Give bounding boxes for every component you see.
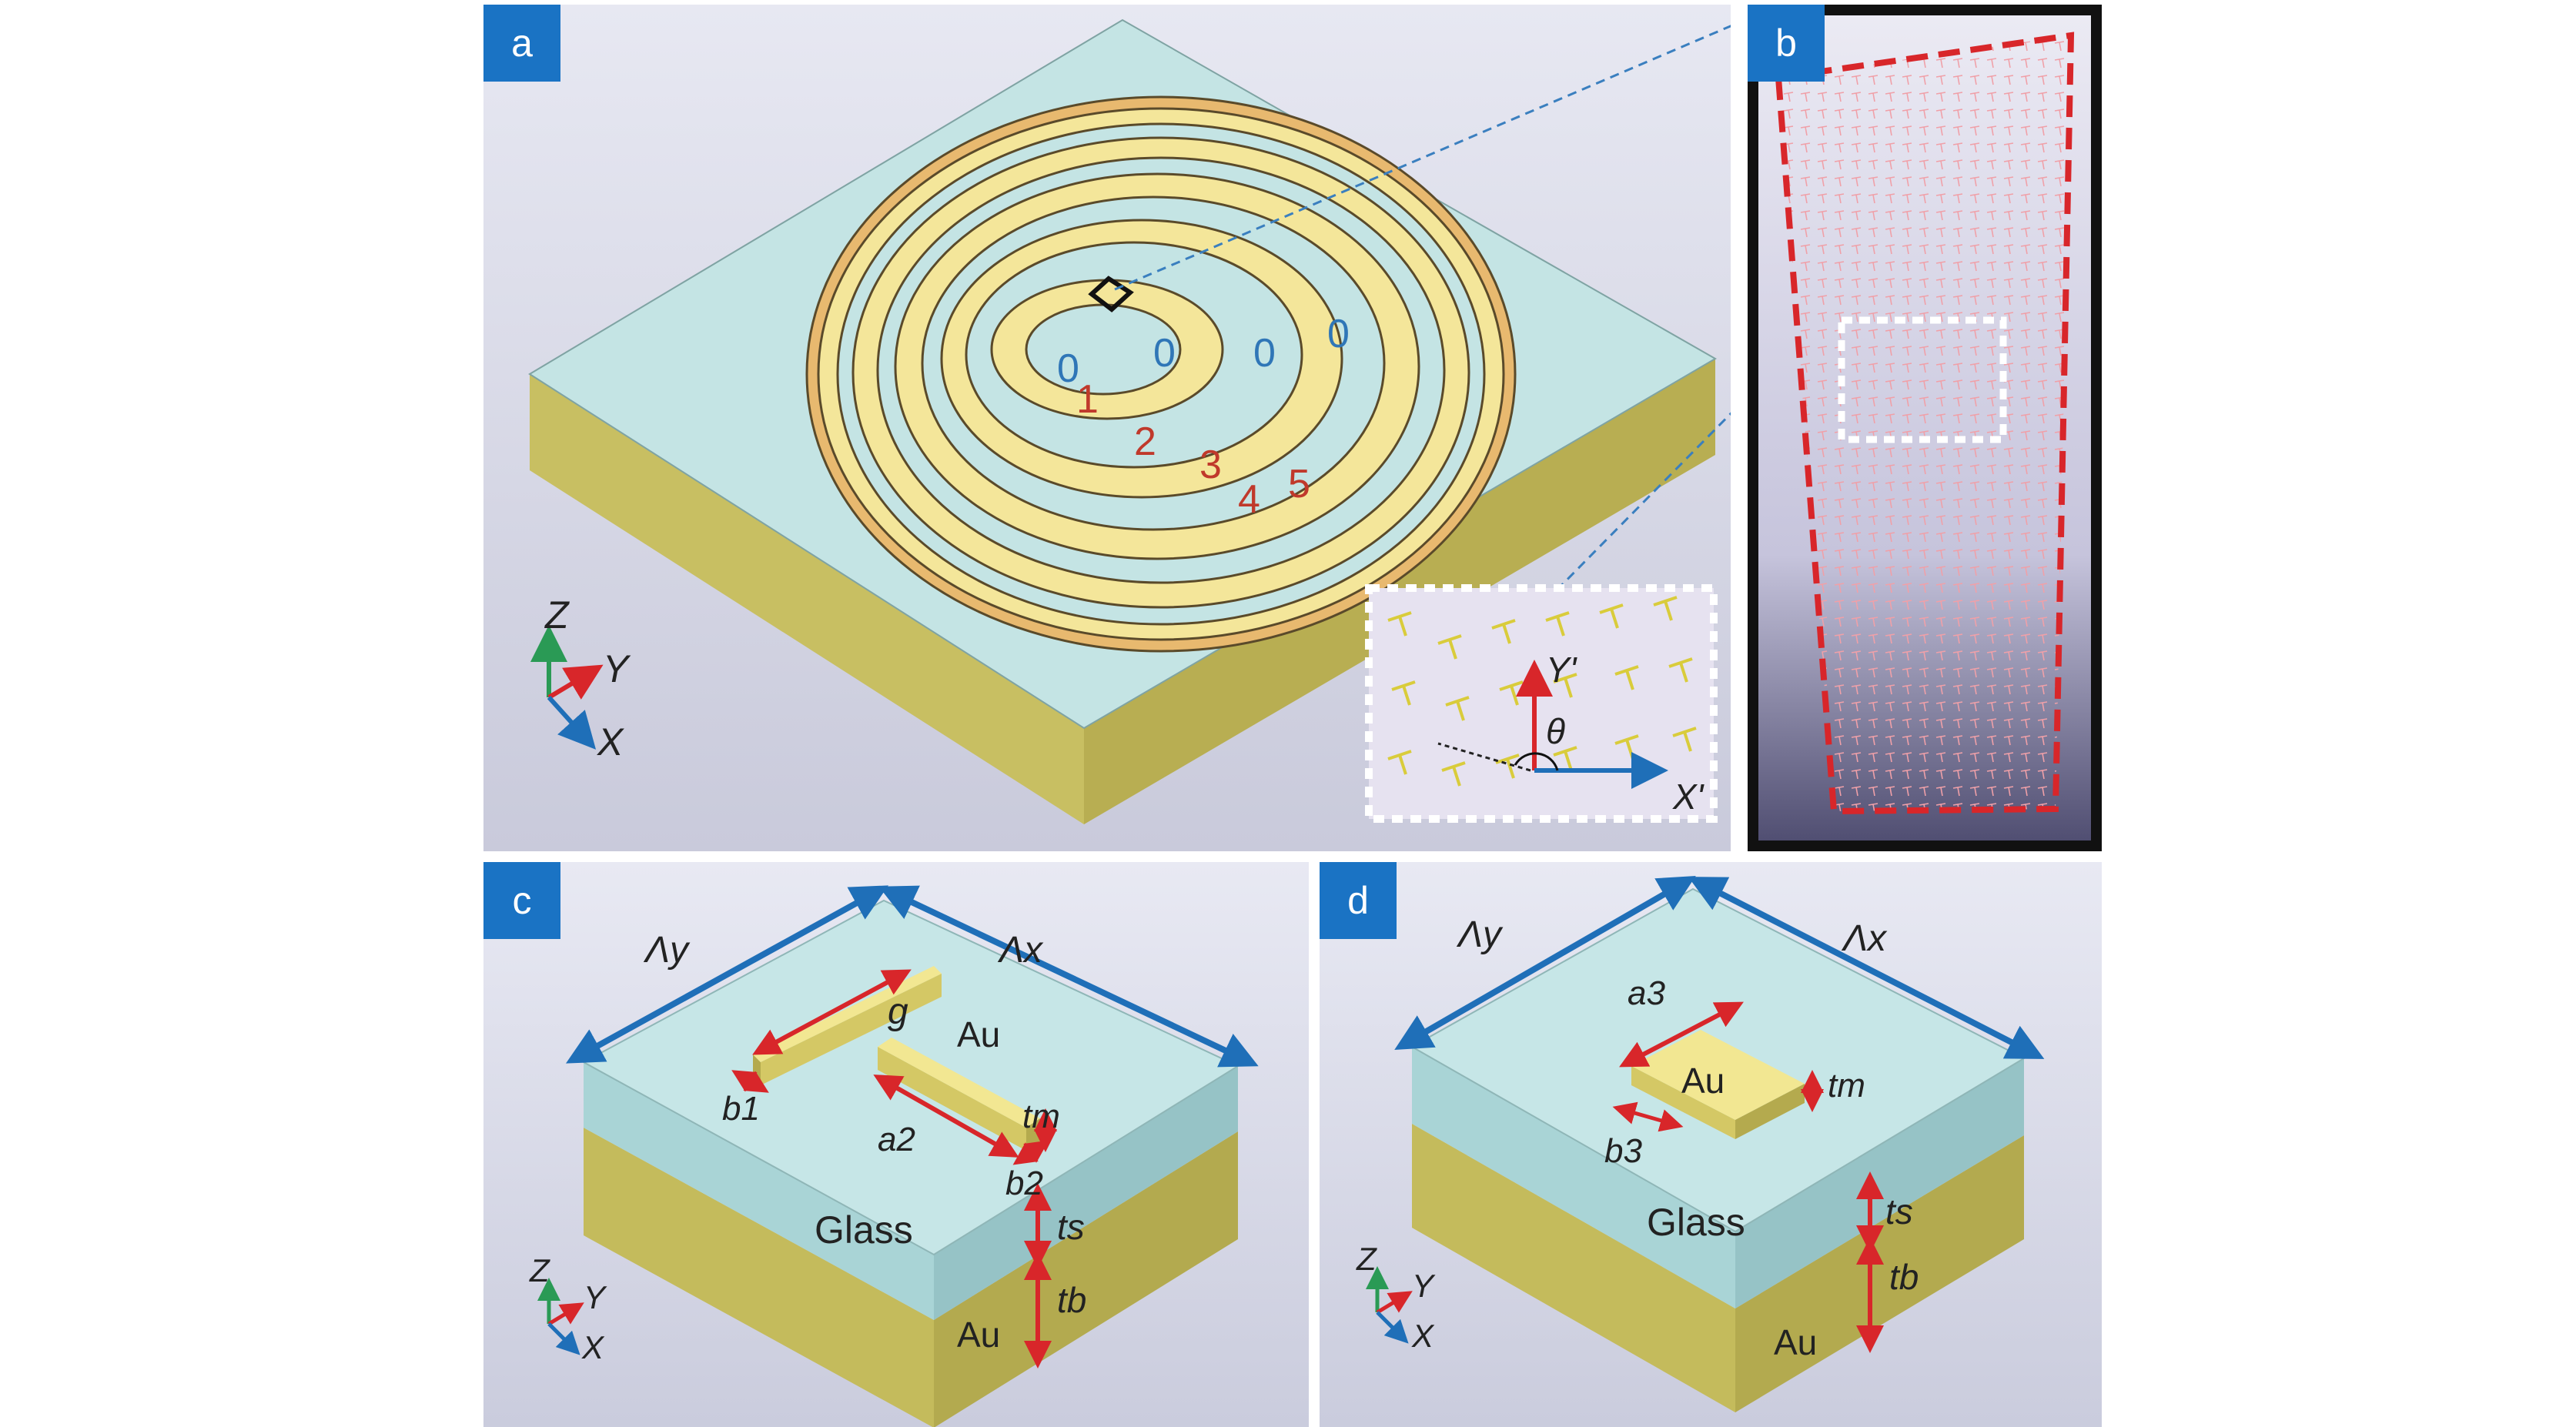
axis-x-label-c: X [581,1329,605,1365]
glass-left-face-d [1412,1047,1735,1308]
axes-triad-c: Z Y X [529,1252,607,1365]
panel-a-diagram: 0 0 0 0 1 2 3 4 5 Z Y X [483,5,1731,851]
ring-label-1: 1 [1076,377,1099,422]
panel-d: Λy Λx a3 Au tm b3 Glass ts tb Au Z Y X d [1320,862,2102,1427]
ring-label-3: 3 [1199,443,1222,487]
lambda-y-arrow [565,885,889,1064]
projection-line-bottom [1544,412,1731,603]
au-bottom-label-d: Au [1774,1322,1817,1362]
red-dashed-region [1775,32,2075,815]
panel-b-frame [1748,5,2102,851]
au-top-label: Au [957,1014,1000,1054]
zoom-inset: Y' θ X' [1365,584,1718,823]
zero-label-4: 0 [1327,312,1350,356]
axis-x-label: X [597,720,624,764]
axis-y-label-c: Y [584,1279,607,1315]
panel-c-badge: c [483,862,560,939]
a1-arrow [752,969,912,1055]
ring-label-5: 5 [1288,462,1310,506]
ring-label-4: 4 [1238,477,1260,522]
tb-label: tb [1057,1280,1086,1320]
lambda-y-label: Λy [643,930,691,971]
au-bottom-label: Au [957,1315,1000,1355]
au-layer-left-face-d [1412,1124,1735,1412]
b3-label: b3 [1604,1132,1642,1170]
tm-label-d: tm [1828,1067,1865,1105]
b1-arrow [731,1070,769,1093]
panel-b-diagram [1748,5,2102,851]
lambda-x-label: Λx [997,930,1044,971]
axis-x-label-d: X [1411,1318,1435,1354]
ts-label: ts [1057,1207,1085,1247]
axis-z-label-d: Z [1356,1241,1377,1277]
panel-b: b [1748,5,2102,851]
panel-d-diagram: Λy Λx a3 Au tm b3 Glass ts tb Au Z Y X [1320,862,2102,1427]
zero-label-2: 0 [1153,331,1176,376]
a3-arrow [1619,1001,1744,1068]
a2-arrow [873,1074,1019,1158]
lambda-y-arrow-d [1394,876,1696,1050]
a2-label: a2 [878,1121,915,1158]
glass-left-face [584,1062,934,1320]
lambda-x-arrow [878,885,1259,1068]
b2-label: b2 [1005,1165,1043,1202]
slab-left-face [530,374,1084,824]
lambda-x-label-d: Λx [1841,918,1888,959]
tm-label: tm [1022,1098,1060,1135]
ring-label-2: 2 [1134,419,1156,464]
tb-label-d: tb [1889,1257,1919,1297]
axis-y-label-d: Y [1412,1268,1436,1304]
inset-y-prime-label: Y' [1546,650,1578,690]
au-layer-right-face [934,1131,1238,1427]
panel-a-badge: a [483,5,560,82]
au-top-label-d: Au [1681,1061,1725,1101]
concentric-rings [805,95,1517,653]
gap-label: g [888,991,908,1032]
lambda-x-arrow-d [1688,877,2045,1059]
axes-triad-a: Z Y X [530,593,631,764]
panel-b-badge: b [1748,5,1825,82]
panel-c: Λy Λx g Au b1 a2 tm b2 Glass ts tb Au Z … [483,862,1309,1427]
a3-label: a3 [1628,974,1665,1012]
inset-theta-label: θ [1546,711,1565,751]
glass-label: Glass [815,1208,913,1252]
axis-z-label-c: Z [529,1252,550,1288]
lambda-y-label-d: Λy [1456,914,1504,955]
ts-label-d: ts [1885,1191,1913,1231]
glass-label-d: Glass [1647,1201,1745,1244]
panel-a: 0 0 0 0 1 2 3 4 5 Z Y X [483,5,1731,851]
glass-right-face [934,1066,1238,1320]
panel-c-diagram: Λy Λx g Au b1 a2 tm b2 Glass ts tb Au Z … [483,862,1309,1427]
b3-arrow [1612,1101,1684,1132]
zero-label-1: 0 [1057,346,1079,391]
axis-z-label: Z [544,593,570,637]
inset-x-prime-label: X' [1672,777,1705,817]
zero-label-3: 0 [1253,331,1276,376]
au-layer-left-face [584,1128,934,1427]
highlight-square [1088,276,1134,312]
axes-triad-d: Z Y X [1356,1241,1436,1354]
projection-line-top [1114,25,1731,291]
axis-y-label: Y [603,647,631,690]
b1-label: b1 [722,1090,760,1128]
white-dashed-box [1838,316,2007,443]
panel-d-badge: d [1320,862,1397,939]
